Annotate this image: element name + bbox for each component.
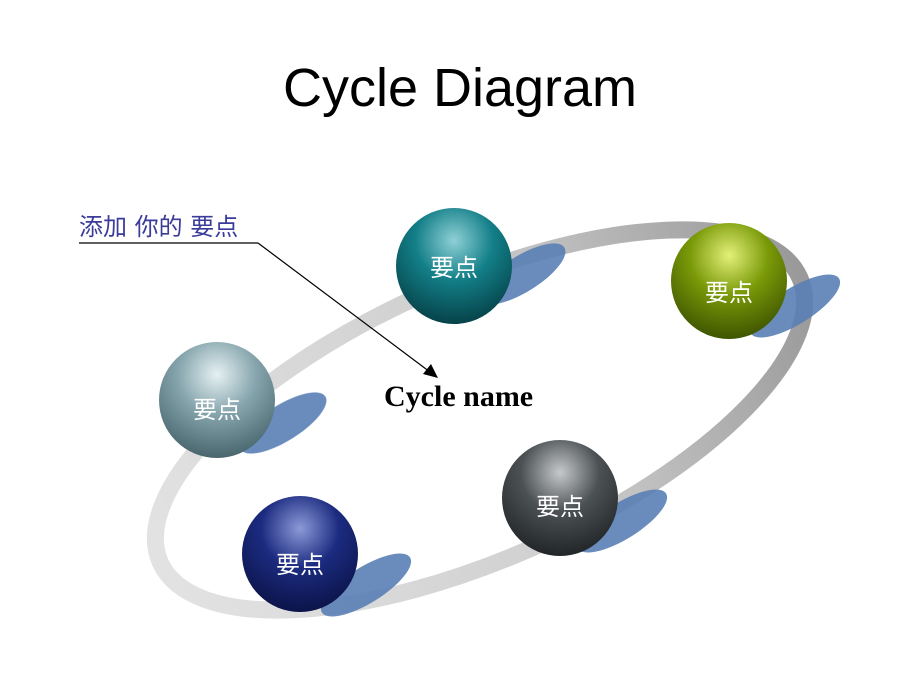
node-label-4: 要点 [276, 551, 324, 579]
node-sphere-5 [159, 342, 275, 458]
node-label-2: 要点 [705, 279, 753, 307]
cycle-name-label: Cycle name [384, 380, 534, 413]
node-label-5: 要点 [193, 396, 241, 424]
node-sphere-3 [502, 440, 618, 556]
slide-title: Cycle Diagram [282, 58, 638, 118]
node-shadow [320, 553, 412, 617]
node-label-1: 要点 [430, 254, 478, 282]
node-sphere-2 [671, 223, 787, 339]
callout-arrowhead [423, 364, 438, 378]
node-shadow [239, 392, 327, 454]
callout-leader-line [257, 242, 431, 373]
node-shadow [749, 274, 841, 338]
callout-text: 添加 你的 要点 [79, 213, 239, 241]
node-sphere-4 [242, 496, 358, 612]
node-sphere-1 [396, 208, 512, 324]
node-label-3: 要点 [536, 493, 584, 521]
